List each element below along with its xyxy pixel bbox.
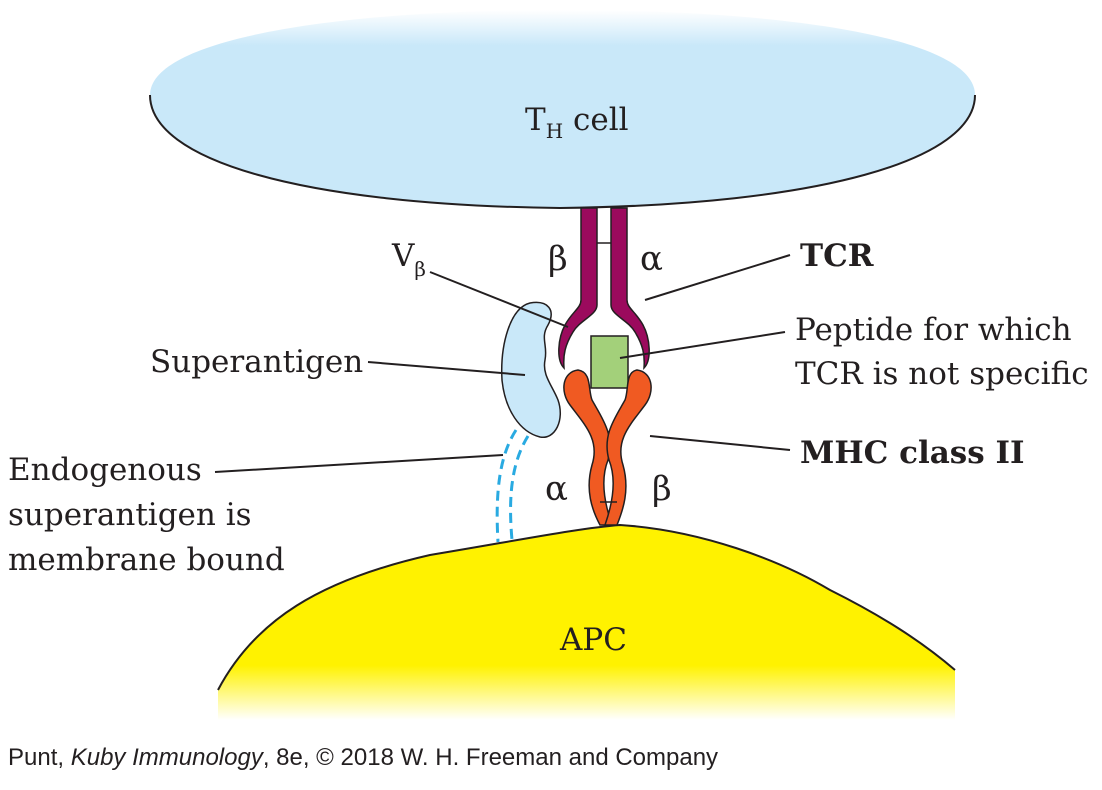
vbeta-label: Vβ xyxy=(391,238,426,281)
th-cell: TH cell xyxy=(149,10,976,210)
figure-credit: Punt, Kuby Immunology, 8e, © 2018 W. H. … xyxy=(8,744,719,771)
mhc-leader xyxy=(649,435,791,451)
th-cell-label: TH cell xyxy=(525,102,629,143)
mhc-class-ii: α β xyxy=(545,369,672,526)
endogenous-label-line2: superantigen is xyxy=(8,497,252,533)
apc-label: APC xyxy=(559,622,627,658)
superantigen-leader xyxy=(367,361,526,376)
tcr-molecule: β α xyxy=(548,207,663,370)
leader-lines xyxy=(214,254,791,473)
tcr-alpha-chain xyxy=(610,207,650,370)
tcr-alpha-label: α xyxy=(640,239,663,279)
endogenous-label-line1: Endogenous xyxy=(8,452,202,488)
tcr-beta-chain xyxy=(558,207,598,370)
peptide-label-line1: Peptide for which xyxy=(795,312,1072,348)
peptide xyxy=(590,335,629,389)
superantigen xyxy=(501,301,561,438)
superantigen-label: Superantigen xyxy=(150,344,363,380)
mhc-beta-label: β xyxy=(652,469,672,509)
mhc-alpha-label: α xyxy=(545,469,568,509)
vbeta-leader xyxy=(429,271,569,328)
membrane-tether xyxy=(495,429,530,543)
tcr-label: TCR xyxy=(800,238,874,274)
peptide-label-line2: TCR is not specific xyxy=(795,356,1089,392)
endogenous-leader xyxy=(214,454,504,473)
tcr-beta-label: β xyxy=(548,239,568,279)
mhc-beta-chain xyxy=(603,369,652,526)
endogenous-label-line3: membrane bound xyxy=(8,542,285,578)
tcr-leader xyxy=(644,254,791,301)
mhc-label: MHC class II xyxy=(800,435,1025,471)
apc-cell: APC xyxy=(217,523,956,720)
peptide-leader xyxy=(619,331,786,359)
